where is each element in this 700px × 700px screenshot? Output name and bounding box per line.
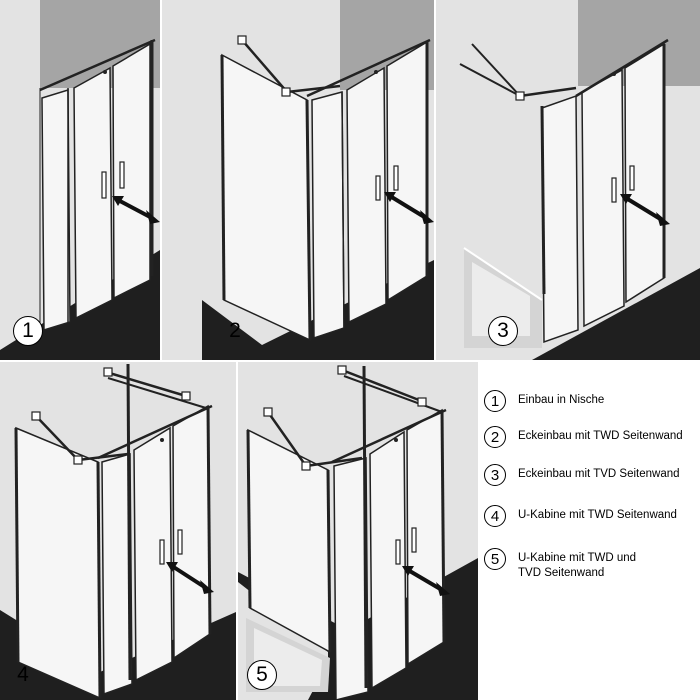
legend-number: 4 (484, 505, 506, 527)
legend-label: Einbau in Nische (518, 394, 605, 406)
diagram-u-cabin-twd-tvd (238, 362, 478, 700)
badge-variant-1: 1 (13, 316, 43, 346)
badge-variant-3: 3 (488, 316, 518, 346)
badge-variant-2: 2 (229, 319, 241, 342)
legend-item-2: 2 Eckeinbau mit TWD Seitenwand (484, 426, 698, 448)
legend-label: U-Kabine mit TWD Seitenwand (518, 509, 677, 521)
u-cabin-twd-tvd-illustration (238, 362, 478, 700)
legend-number: 3 (484, 464, 506, 486)
legend-number: 5 (484, 548, 506, 570)
u-cabin-twd-illustration (0, 362, 236, 700)
diagram-corner-tvd (436, 0, 700, 360)
diagram-corner-twd (162, 0, 434, 360)
corner-tvd-illustration (436, 0, 700, 360)
legend-number: 2 (484, 426, 506, 448)
diagram-niche-installation (0, 0, 160, 360)
legend-label: U-Kabine mit TWD und TVD Seitenwand (518, 552, 637, 579)
legend-item-4: 4 U-Kabine mit TWD Seitenwand (484, 505, 698, 527)
badge-variant-4: 4 (17, 663, 29, 686)
diagram-u-cabin-twd (0, 362, 236, 700)
legend-item-5: 5 U-Kabine mit TWD und TVD Seitenwand (484, 548, 698, 581)
badge-variant-5: 5 (247, 660, 277, 690)
legend-item-1: 1 Einbau in Nische (484, 390, 698, 412)
legend-label: Eckeinbau mit TVD Seitenwand (518, 468, 680, 480)
legend-item-3: 3 Eckeinbau mit TVD Seitenwand (484, 464, 698, 486)
legend-number: 1 (484, 390, 506, 412)
corner-twd-illustration (162, 0, 434, 360)
legend: 1 Einbau in Nische 2 Eckeinbau mit TWD S… (478, 362, 700, 700)
niche-illustration (0, 0, 160, 360)
legend-label: Eckeinbau mit TWD Seitenwand (518, 430, 683, 442)
